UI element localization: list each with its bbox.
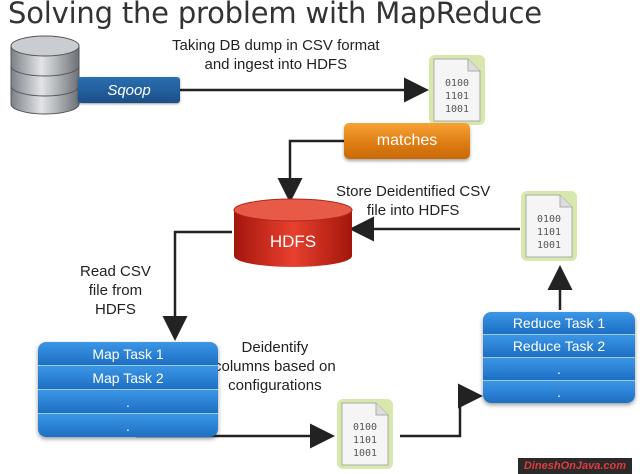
map-task-row: Map Task 1 xyxy=(38,342,218,366)
arrow-hdfs-to-map xyxy=(162,230,232,341)
store-note: Store Deidentified CSV file into HDFS xyxy=(336,182,490,220)
reduce-task-row: . xyxy=(483,358,635,381)
read-note-line2: file from xyxy=(88,282,143,299)
matches-label: matches xyxy=(376,132,438,149)
sqoop-label: Sqoop xyxy=(107,81,151,99)
reduce-task-row: . xyxy=(483,381,635,403)
doc-text-line2: 1101 xyxy=(445,91,469,102)
deidentify-note-line3: configurations xyxy=(228,377,322,394)
doc-text-line3: 1001 xyxy=(353,448,377,459)
read-note-line1: Read CSV xyxy=(80,263,151,280)
deidentified-document-icon: 0100 1101 1001 xyxy=(521,191,577,261)
ingest-note-line2: and ingest into HDFS xyxy=(204,56,348,73)
arrow-doc-to-reduce xyxy=(400,383,483,438)
deidentify-note-line1: Deidentify xyxy=(241,339,309,356)
doc-text-line3: 1001 xyxy=(537,240,561,251)
hdfs-label: HDFS xyxy=(270,232,316,251)
reduce-task-row: Reduce Task 1 xyxy=(483,312,635,335)
ingest-note-line1: Taking DB dump in CSV format xyxy=(172,37,380,54)
store-note-line2: file into HDFS xyxy=(366,202,460,219)
doc-text-line1: 0100 xyxy=(353,422,377,433)
doc-text-line3: 1001 xyxy=(445,104,469,115)
doc-text-line1: 0100 xyxy=(537,214,561,225)
csv-document-icon: 0100 1101 1001 xyxy=(429,55,485,125)
page-title: Solving the problem with MapReduce xyxy=(8,0,542,30)
reduce-task-row: Reduce Task 2 xyxy=(483,335,635,358)
read-note-line3: HDFS xyxy=(95,301,136,318)
doc-text-line2: 1101 xyxy=(537,227,561,238)
database-icon xyxy=(10,35,80,115)
arrow-matches-to-hdfs xyxy=(277,139,344,203)
map-task-panel: Map Task 1 Map Task 2 . . xyxy=(38,342,218,437)
watermark: DineshOnJava.com xyxy=(517,458,632,474)
read-note: Read CSV file from HDFS xyxy=(80,262,151,319)
map-task-row: . xyxy=(38,414,218,437)
store-note-line1: Store Deidentified CSV xyxy=(336,183,491,200)
map-task-row: Map Task 2 xyxy=(38,366,218,390)
reduce-task-panel: Reduce Task 1 Reduce Task 2 . . xyxy=(483,312,635,403)
sqoop-tool: Sqoop xyxy=(78,77,180,103)
doc-text-line2: 1101 xyxy=(353,435,377,446)
ingest-note: Taking DB dump in CSV format and ingest … xyxy=(172,36,380,74)
deidentify-note-line2: columns based on xyxy=(214,358,336,375)
deidentify-note: Deidentify columns based on configuratio… xyxy=(214,338,336,395)
hdfs-storage: HDFS xyxy=(233,198,353,267)
intermediate-document-icon: 0100 1101 1001 xyxy=(337,399,393,469)
matches-step: matches xyxy=(344,123,470,159)
map-task-row: . xyxy=(38,390,218,414)
doc-text-line1: 0100 xyxy=(445,78,469,89)
